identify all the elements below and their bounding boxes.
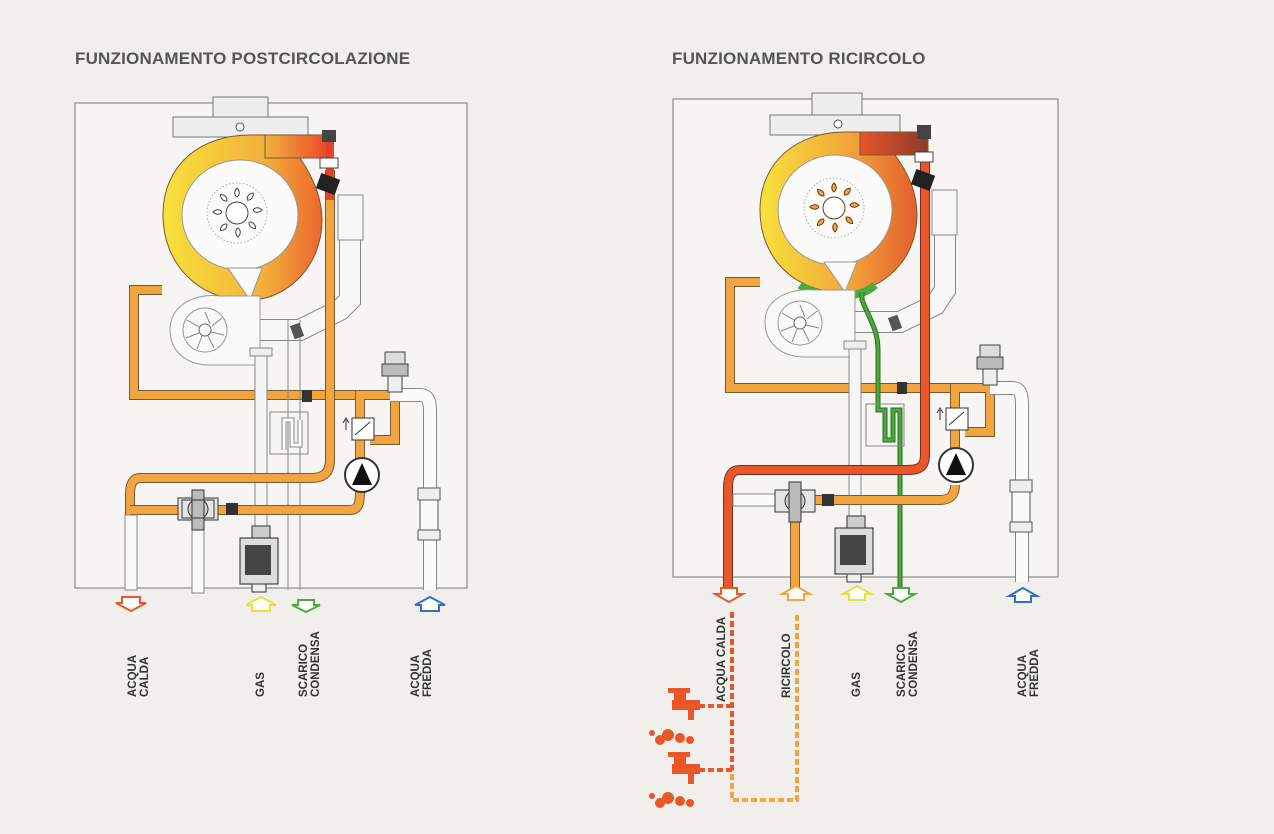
three-way-valve-right xyxy=(774,481,816,523)
gas-valve-right xyxy=(834,515,874,583)
title-ricircolo: FUNZIONAMENTO RICIRCOLO xyxy=(672,49,926,68)
tap-icon xyxy=(649,688,700,745)
burner-flames xyxy=(212,187,263,238)
title-postcircolazione: FUNZIONAMENTO POSTCIRCOLAZIONE xyxy=(75,49,411,68)
burner-flames-lit xyxy=(809,182,860,233)
label-gas-left: GAS xyxy=(255,672,267,697)
label-acqua-fredda-left: ACQUA FREDDA xyxy=(410,649,434,697)
left-boiler xyxy=(74,96,468,614)
outlet-arrows-right xyxy=(711,584,1041,604)
fan xyxy=(169,295,261,366)
outlet-arrows-left xyxy=(115,595,446,614)
recirculation-loop xyxy=(700,612,799,802)
right-boiler xyxy=(649,92,1059,808)
label-acqua-calda-left: ACQUA CALDA xyxy=(127,654,151,697)
gas-valve xyxy=(239,525,279,593)
label-acqua-calda-right: ACQUA CALDA xyxy=(716,616,728,702)
label-scarico-condensa-left: SCARICO CONDENSA xyxy=(298,631,322,697)
fan-right xyxy=(764,289,856,358)
three-way-valve xyxy=(177,489,219,531)
tap-icon xyxy=(649,752,700,808)
label-scarico-condensa-right: SCARICO CONDENSA xyxy=(896,631,920,697)
label-gas-right: GAS xyxy=(851,672,863,697)
label-ricircolo: RICIRCOLO xyxy=(781,633,793,698)
label-acqua-fredda-right: ACQUA FREDDA xyxy=(1017,649,1041,697)
